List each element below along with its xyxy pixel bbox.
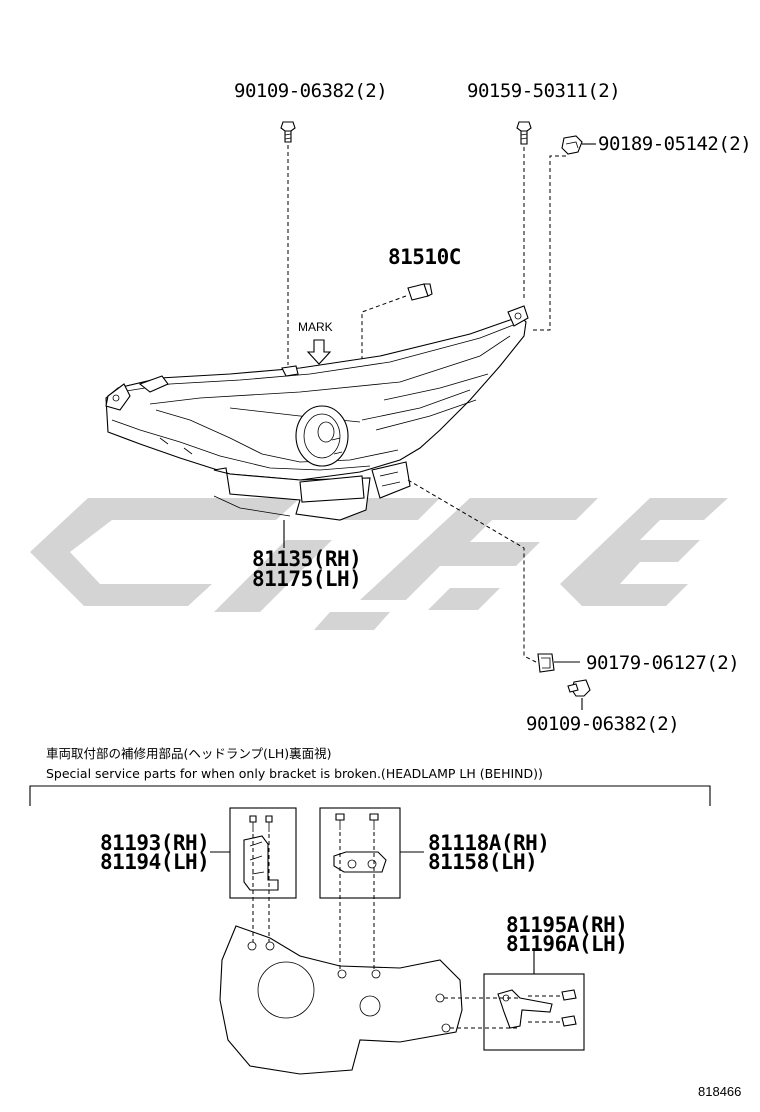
detail-box-c (483, 973, 585, 1051)
bulb-icon (407, 283, 433, 301)
label-headlamp-lh: 81175(LH) (252, 567, 361, 591)
label-bracket-b-rh: 81118A(RH) (428, 831, 549, 855)
label-bolt-top-left: 90109-06382(2) (234, 80, 387, 102)
headlamp-assembly (105, 305, 529, 521)
note-english: Special service parts for when only brac… (46, 766, 543, 781)
label-screw-top-right: 90159-50311(2) (467, 80, 620, 102)
bracket-a-icon (243, 815, 279, 891)
clip-icon (537, 653, 555, 673)
bracket-b-icon (333, 813, 387, 873)
bracket-c-icon (497, 989, 577, 1029)
bolt-icon (280, 121, 296, 143)
label-bracket-b-lh: 81158(LH) (428, 850, 537, 874)
note-japanese: 車両取付部の補修用部品(ヘッドランプ(LH)裏面視) (46, 746, 332, 761)
housing-back-view (219, 925, 463, 1075)
group-bracket (29, 785, 711, 806)
nut-icon (561, 135, 583, 155)
label-mark: MARK (298, 320, 333, 334)
label-bulb: 81510C (388, 245, 461, 269)
detail-box-b (319, 807, 401, 899)
label-bolt-bottom: 90109-06382(2) (526, 713, 679, 735)
label-bracket-a-rh: 81193(RH) (100, 831, 209, 855)
bolt-icon-bottom (567, 679, 591, 697)
label-nut-top-right: 90189-05142(2) (598, 133, 751, 155)
screw-icon (516, 121, 532, 145)
watermark (30, 498, 728, 630)
label-bracket-c-rh: 81195A(RH) (506, 913, 627, 937)
label-headlamp-rh: 81135(RH) (252, 547, 361, 571)
label-bracket-c-lh: 81196A(LH) (506, 932, 627, 956)
label-clip-bottom: 90179-06127(2) (586, 652, 739, 674)
label-bracket-a-lh: 81194(LH) (100, 850, 209, 874)
mark-arrow-icon (306, 339, 332, 365)
detail-box-a (229, 807, 297, 899)
diagram-reference-number: 818466 (698, 1084, 741, 1099)
